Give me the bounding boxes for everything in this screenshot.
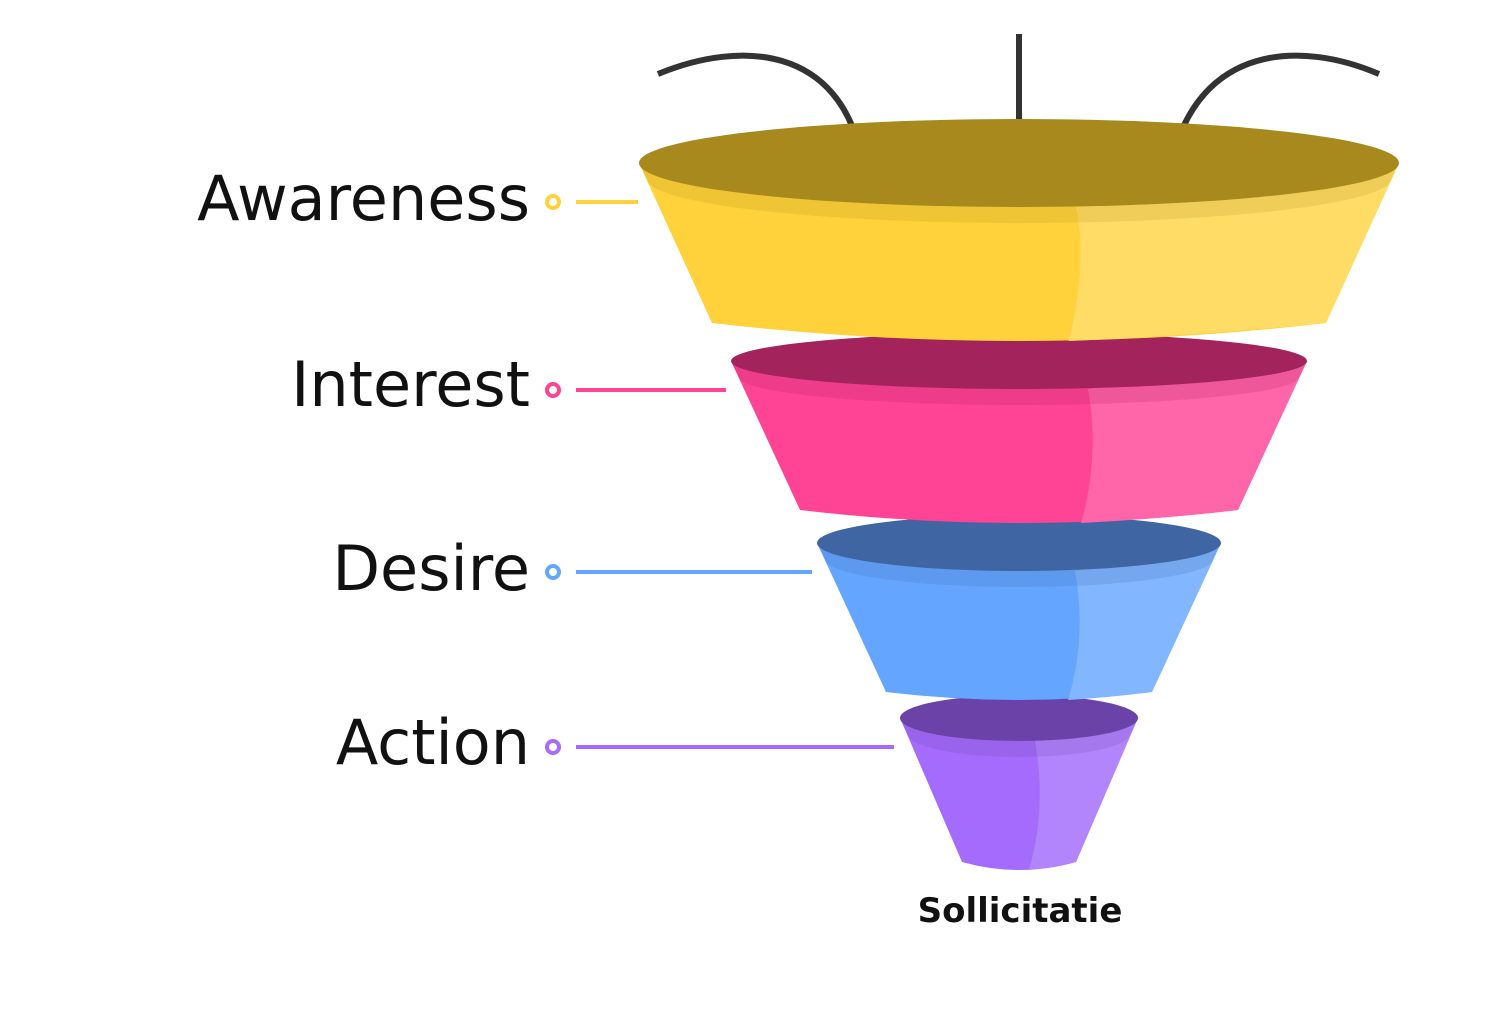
funnel-stage-awareness: [639, 119, 1399, 341]
stage-label-interest: Interest: [291, 348, 726, 421]
arrow-left-curved: [656, 52, 865, 161]
funnel-stage-action-top: [900, 695, 1138, 741]
stage-label-desire-text: Desire: [332, 532, 530, 605]
stage-label-interest-text: Interest: [291, 348, 530, 421]
funnel-stage-desire: [817, 515, 1221, 700]
funnel-stage-action-highlight: [1028, 718, 1138, 870]
funnel-stage-interest: [731, 333, 1307, 523]
stage-label-action: Action: [336, 706, 894, 779]
funnel-stage-desire-band: [817, 543, 1221, 587]
funnel-caption: Sollicitatie: [918, 891, 1123, 931]
stage-label-desire: Desire: [332, 532, 812, 605]
funnel-stage-desire-top: [817, 515, 1221, 571]
funnel-stage-awareness-band: [639, 163, 1399, 223]
stage-awareness-dot: [545, 194, 561, 210]
stage-label-action-text: Action: [336, 706, 530, 779]
funnel-stage-desire-highlight: [1068, 543, 1221, 700]
funnel-stage-interest-highlight: [1081, 361, 1307, 523]
stage-label-awareness-text: Awareness: [197, 162, 530, 235]
funnel-stage-action-band: [900, 718, 1138, 757]
funnel-stage-interest-top: [731, 333, 1307, 389]
funnel-stage-action: [900, 695, 1138, 870]
stage-label-awareness: Awareness: [197, 162, 638, 235]
stage-interest-dot: [545, 382, 561, 398]
stage-desire-dot: [545, 564, 561, 580]
arrow-right-curved: [1169, 52, 1381, 161]
funnel-stage-interest-band: [731, 361, 1307, 405]
stage-action-dot: [545, 739, 561, 755]
funnel-stage-awareness-highlight: [1068, 163, 1399, 341]
funnel-stage-awareness-top: [639, 119, 1399, 207]
